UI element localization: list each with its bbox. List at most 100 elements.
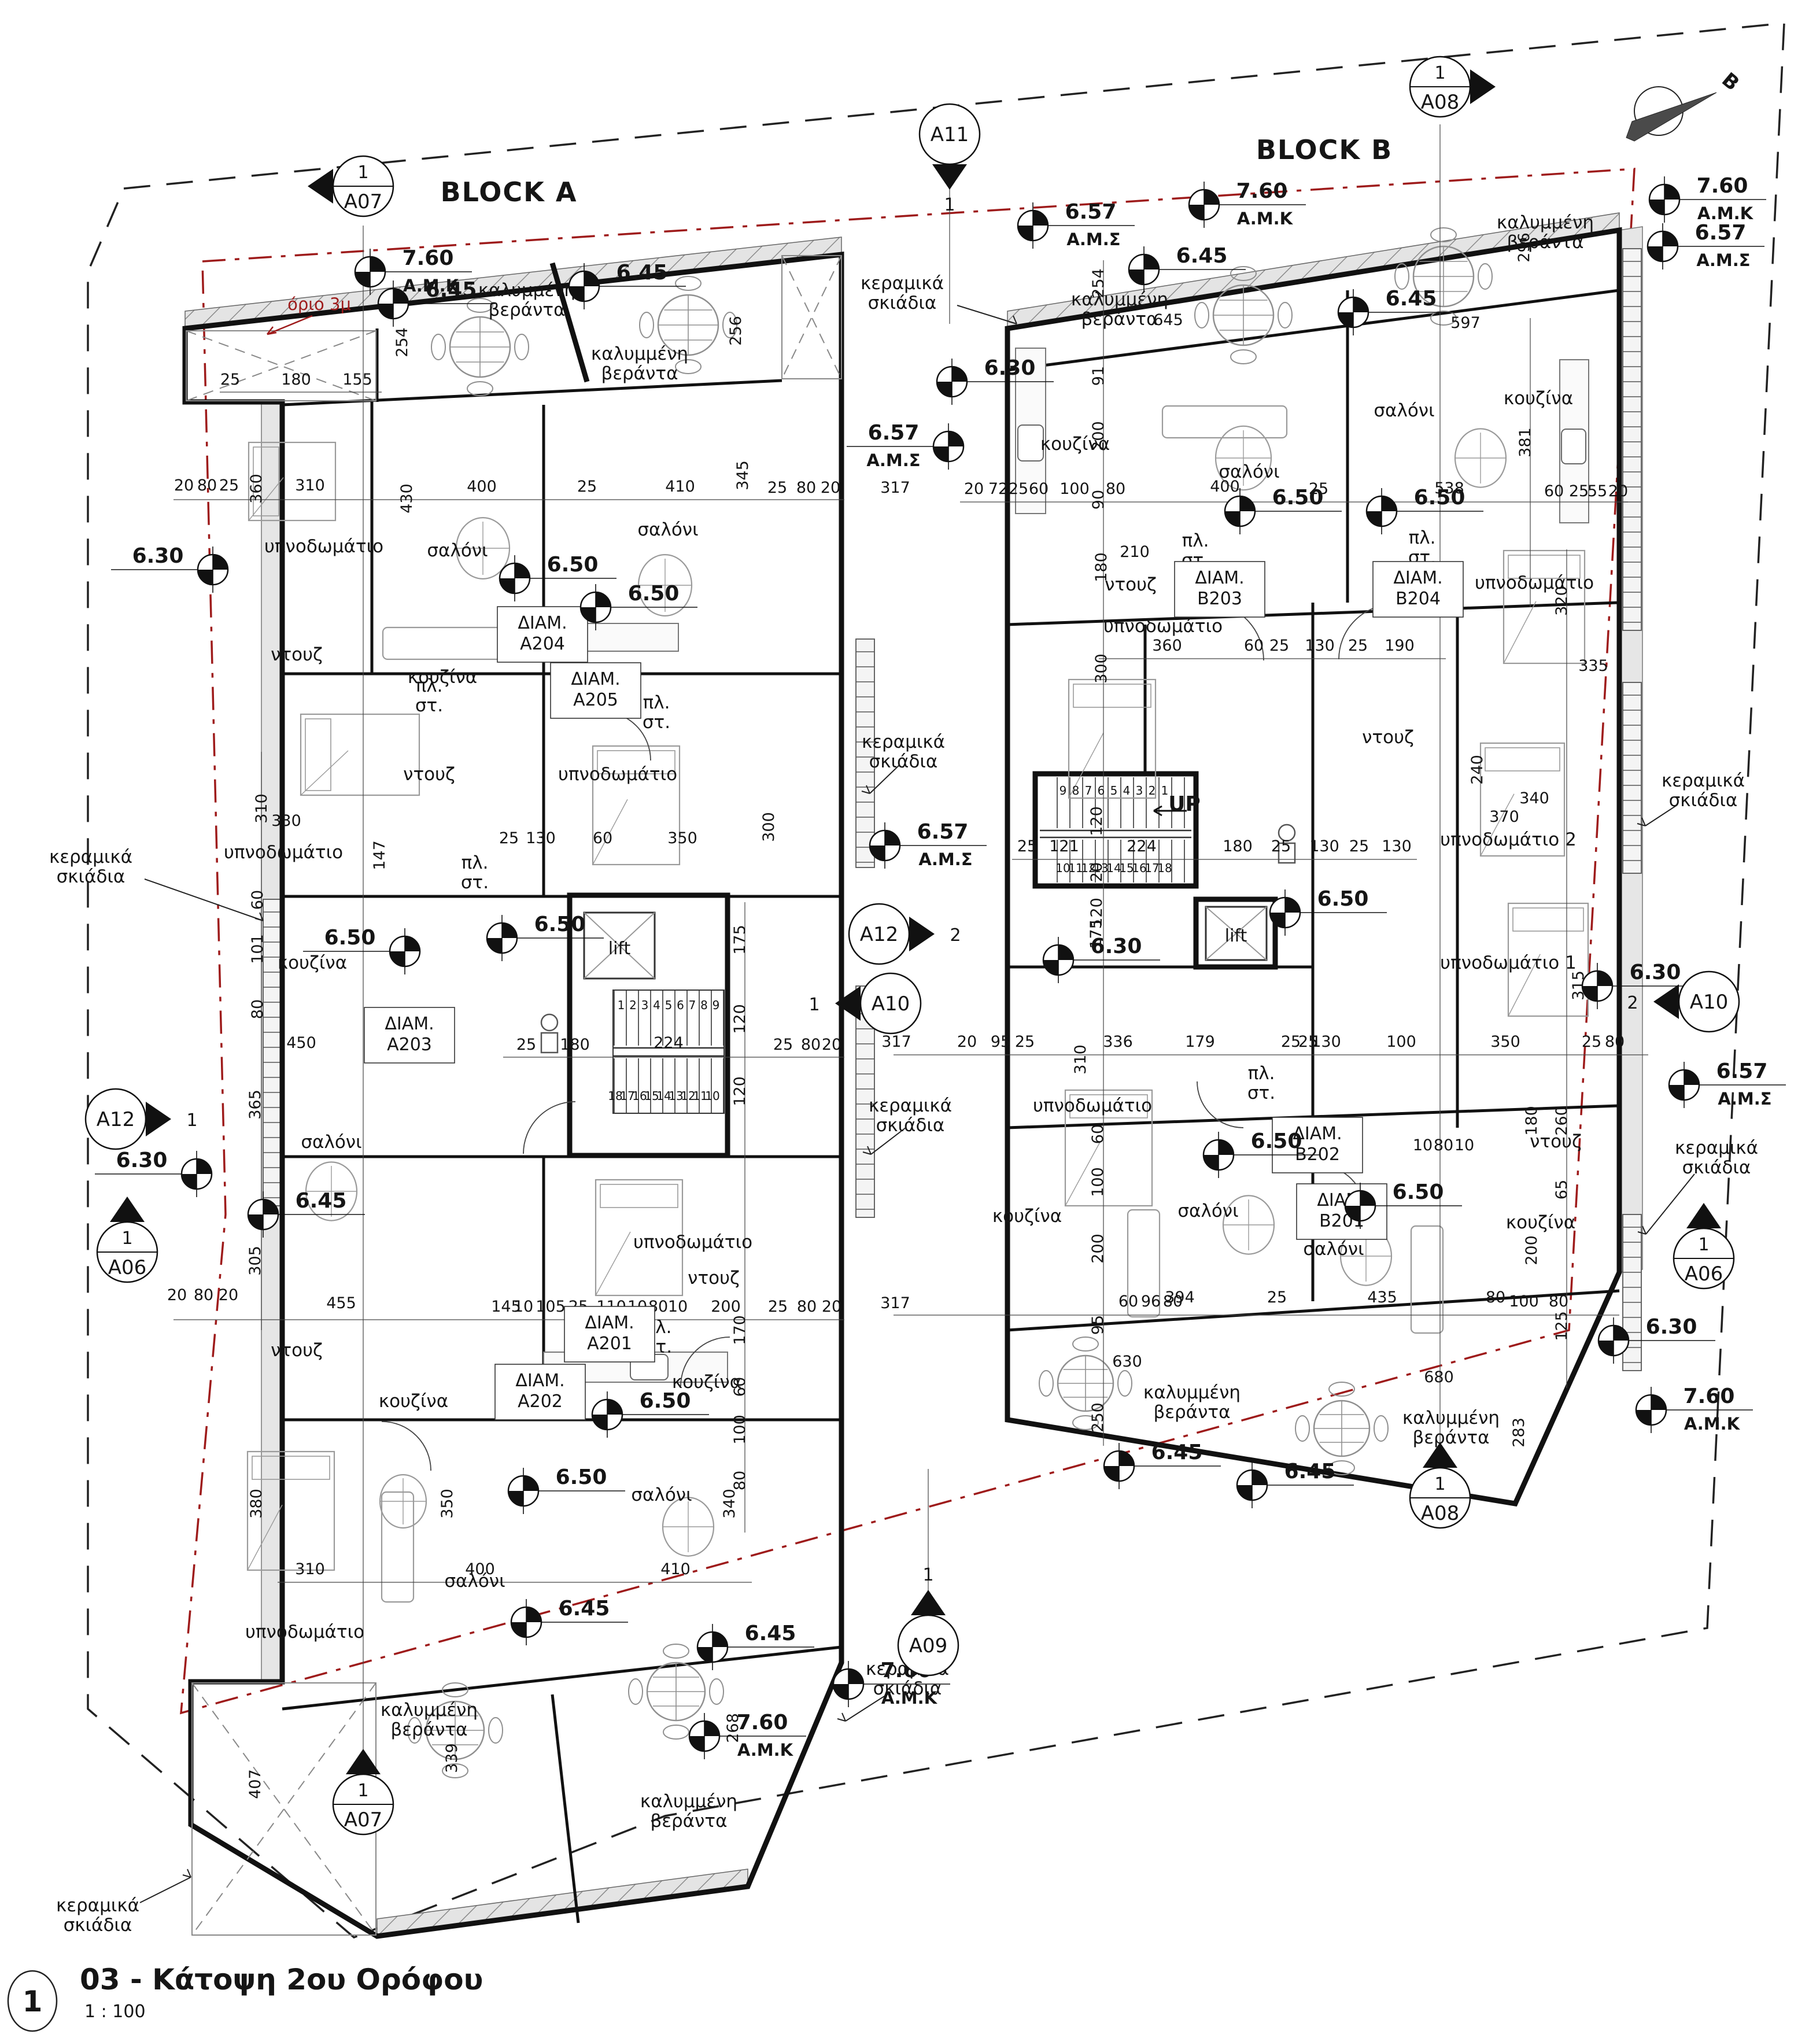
svg-text:Α.Μ.Σ: Α.Μ.Σ bbox=[1718, 1089, 1771, 1109]
dimension-label: 180 bbox=[1092, 552, 1110, 582]
level-marker: 7.60A.M.K bbox=[688, 1711, 806, 1760]
dimension-label: 283 bbox=[1510, 1417, 1528, 1448]
dimension-label: 175 bbox=[731, 925, 749, 955]
level-marker: 6.30 bbox=[1597, 1315, 1715, 1364]
apartment-label-box bbox=[1272, 1117, 1363, 1173]
dimension-label: 80 bbox=[1106, 480, 1125, 498]
dimension-label: 80 bbox=[797, 1298, 817, 1316]
dimension-label: 430 bbox=[398, 483, 416, 514]
north-arrow-label: B bbox=[1717, 68, 1744, 95]
dimension-label: 200 bbox=[711, 1298, 741, 1316]
svg-text:6.50: 6.50 bbox=[547, 553, 599, 577]
landing-label: πλ.στ. bbox=[415, 675, 443, 716]
dimension-label: 394 bbox=[1165, 1288, 1195, 1306]
dimension-label: 80 bbox=[796, 479, 816, 497]
dimension-label: 180 bbox=[1523, 1106, 1541, 1136]
room-label: κουζίνα bbox=[1040, 434, 1110, 455]
dimension-label: 320 bbox=[1553, 586, 1571, 616]
level-marker: 6.57Α.Μ.Σ bbox=[1668, 1059, 1786, 1109]
dining-table bbox=[628, 1644, 724, 1740]
level-marker: 6.30 bbox=[1581, 961, 1699, 1009]
ceramic-shading-strip bbox=[1622, 248, 1642, 631]
annotation-arrow bbox=[1637, 804, 1678, 826]
stair-number: 14 bbox=[656, 1089, 671, 1103]
level-marker: 6.50 bbox=[303, 926, 421, 974]
dimension-label: 224 bbox=[654, 1034, 684, 1052]
svg-text:1: 1 bbox=[121, 1228, 132, 1249]
dimension-label: 20 bbox=[821, 479, 840, 497]
level-marker: 6.57Α.Μ.Σ bbox=[847, 421, 965, 470]
level-marker: 6.50 bbox=[591, 1389, 709, 1438]
block-b-title: BLOCK B bbox=[1256, 134, 1393, 165]
dimension-label: 455 bbox=[326, 1294, 356, 1312]
apartment-label-box bbox=[1174, 561, 1265, 618]
dimension-label: 145 bbox=[491, 1298, 521, 1316]
dimension-label: 10 bbox=[1413, 1136, 1433, 1154]
room-label: ντουζ bbox=[1362, 727, 1414, 748]
svg-text:A10: A10 bbox=[1690, 991, 1729, 1014]
dimension-label: 210 bbox=[1120, 543, 1150, 561]
dimension-label: 25 bbox=[1349, 837, 1369, 855]
dimension-label: 91 bbox=[1090, 366, 1107, 386]
dimension-label: 25 bbox=[1269, 637, 1289, 655]
dimension-label: 130 bbox=[1382, 837, 1412, 855]
room-label: σαλόνι bbox=[1374, 400, 1434, 421]
bed bbox=[1507, 902, 1589, 1017]
boundary-note-text: όριο 3μ bbox=[287, 294, 351, 314]
bed bbox=[592, 745, 681, 866]
stair-number: 4 bbox=[1123, 784, 1131, 798]
stair-number: 14 bbox=[1106, 861, 1121, 875]
room-label: κουζίνα bbox=[408, 667, 477, 688]
dimension-label: 20 bbox=[964, 480, 984, 498]
dimension-label: 410 bbox=[665, 478, 695, 496]
stair-number: 11 bbox=[693, 1089, 707, 1103]
room-label: ντουζ bbox=[271, 1340, 323, 1361]
dimension-label: 260 bbox=[1553, 1106, 1571, 1136]
level-marker: 6.50 bbox=[1344, 1180, 1462, 1229]
apartment-label: ΔΙΑΜ.A203 bbox=[385, 1014, 434, 1055]
dimension-label: 20 bbox=[1608, 482, 1628, 500]
dimension-label: 80 bbox=[731, 1471, 749, 1490]
dimension-label: 80 bbox=[1605, 1033, 1625, 1051]
stair-number: 12 bbox=[681, 1089, 695, 1103]
stair-number: 10 bbox=[705, 1089, 719, 1103]
svg-text:6.30: 6.30 bbox=[1630, 961, 1681, 984]
stair-number: 1 bbox=[1161, 784, 1169, 798]
bed bbox=[1502, 549, 1586, 664]
dimension-label: 680 bbox=[1424, 1368, 1454, 1386]
room-label: κουζίνα bbox=[278, 952, 347, 973]
dimension-label: 130 bbox=[1305, 637, 1335, 655]
room-label: ντουζ bbox=[688, 1268, 740, 1288]
dimension-label: 96 bbox=[1141, 1293, 1161, 1310]
dimension-label: 25 bbox=[219, 477, 239, 494]
room-label: ντουζ bbox=[1530, 1131, 1582, 1152]
dimension-label: 100 bbox=[1509, 1293, 1539, 1310]
dimension-label: 268 bbox=[724, 1713, 742, 1743]
dimension-label: 310 bbox=[1072, 1044, 1090, 1075]
dimension-label: 120 bbox=[731, 1004, 749, 1034]
dimension-label: 25 bbox=[1348, 637, 1368, 655]
dimension-label: 100 bbox=[731, 1415, 749, 1445]
apartment-label-box bbox=[494, 1364, 586, 1420]
dimension-label: 100 bbox=[1059, 480, 1090, 498]
dimension-label: 336 bbox=[1103, 1033, 1133, 1051]
dimension-label: 407 bbox=[246, 1769, 264, 1799]
dimension-label: 10 bbox=[514, 1298, 533, 1316]
svg-text:6.45: 6.45 bbox=[745, 1622, 796, 1645]
dimension-label: 381 bbox=[1516, 427, 1534, 457]
svg-text:6.57: 6.57 bbox=[1716, 1059, 1768, 1083]
svg-text:6.30: 6.30 bbox=[1646, 1315, 1697, 1339]
room-label: υπνοδωμάτιο bbox=[1475, 573, 1594, 593]
dimension-label: 310 bbox=[295, 1560, 325, 1578]
dimension-label: 175 bbox=[1087, 919, 1105, 949]
boundary-note: όριο 3μ bbox=[267, 294, 351, 335]
svg-text:Α.Μ.Σ: Α.Μ.Σ bbox=[1066, 230, 1120, 249]
svg-text:6.50: 6.50 bbox=[1414, 486, 1465, 510]
dining-table bbox=[407, 1682, 503, 1778]
